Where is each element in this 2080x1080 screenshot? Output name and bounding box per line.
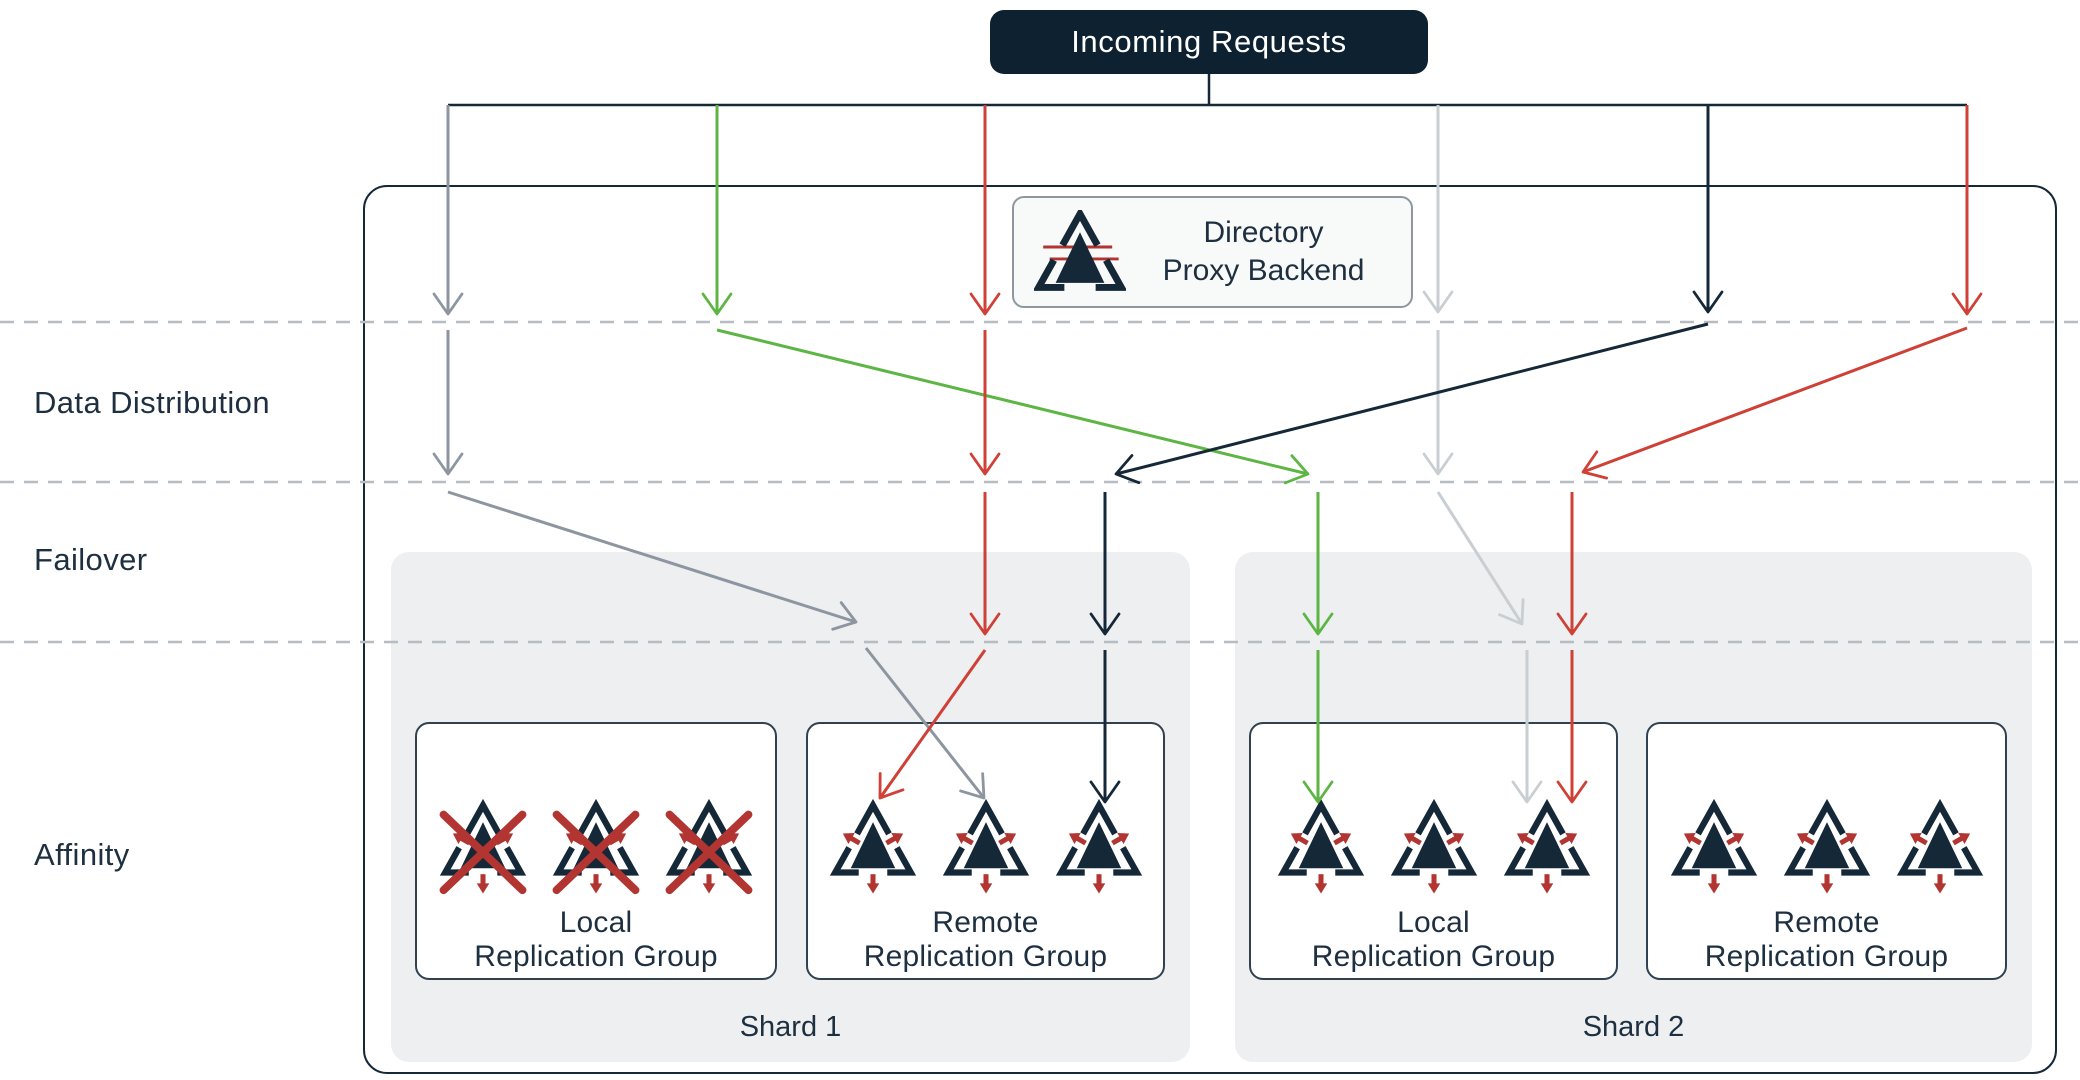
group-label: Local Replication Group: [1312, 906, 1556, 974]
replication-server-down-icon: [439, 798, 527, 895]
group-label: Remote Replication Group: [864, 906, 1108, 974]
band-label-failover: Failover: [34, 542, 148, 577]
node-icon-row: [439, 798, 753, 896]
shard1-local-replication-group: Local Replication Group: [415, 722, 777, 980]
band-label-affinity: Affinity: [34, 837, 130, 872]
replication-server-icon: [1390, 798, 1477, 894]
directory-proxy-icon: [1034, 209, 1126, 291]
group-label-line1: Remote: [932, 906, 1039, 939]
failed-cross-icon: [552, 810, 640, 895]
replication-server-icon: [829, 798, 916, 894]
shard1-remote-replication-group: Remote Replication Group: [806, 722, 1165, 980]
group-label: Local Replication Group: [474, 906, 718, 974]
replication-server-icon: [1783, 798, 1870, 894]
node-icon-row: [1277, 798, 1590, 896]
proxy-backend-container: [363, 185, 2057, 1074]
node-icon-row: [1670, 798, 1983, 896]
proxy-title-line1: Directory: [1203, 216, 1324, 249]
shard2-local-replication-group: Local Replication Group: [1249, 722, 1618, 980]
replication-server-icon: [1503, 798, 1590, 894]
group-label-line2: Replication Group: [1311, 940, 1556, 973]
group-label-line2: Replication Group: [863, 940, 1108, 973]
replication-server-down-icon: [552, 798, 640, 895]
incoming-requests-badge: Incoming Requests: [990, 10, 1428, 74]
replication-server-icon: [1896, 798, 1983, 894]
group-label-line2: Replication Group: [1704, 940, 1949, 973]
replication-server-down-icon: [665, 798, 753, 895]
band-label-data-distribution: Data Distribution: [34, 385, 270, 420]
replication-server-icon: [1670, 798, 1757, 894]
group-label-line1: Local: [1397, 906, 1470, 939]
shard2-remote-replication-group: Remote Replication Group: [1646, 722, 2007, 980]
failed-cross-icon: [439, 810, 527, 895]
directory-proxy-backend-box: Directory Proxy Backend: [1012, 196, 1413, 308]
incoming-requests-label: Incoming Requests: [1071, 24, 1347, 59]
shard-2-label: Shard 2: [1582, 1011, 1685, 1043]
node-icon-row: [829, 798, 1142, 896]
group-label-line2: Replication Group: [474, 940, 718, 973]
directory-proxy-backend-title: Directory Proxy Backend: [1126, 214, 1411, 290]
group-label: Remote Replication Group: [1705, 906, 1949, 974]
replication-server-icon: [1277, 798, 1364, 894]
replication-server-icon: [1055, 798, 1142, 894]
group-label-line1: Remote: [1773, 906, 1880, 939]
failed-cross-icon: [665, 810, 753, 895]
group-label-line1: Local: [559, 906, 633, 939]
proxy-title-line2: Proxy Backend: [1162, 254, 1365, 287]
request-distribution-bus: [448, 74, 1967, 107]
shard-1-label: Shard 1: [739, 1011, 842, 1043]
replication-server-icon: [942, 798, 1029, 894]
